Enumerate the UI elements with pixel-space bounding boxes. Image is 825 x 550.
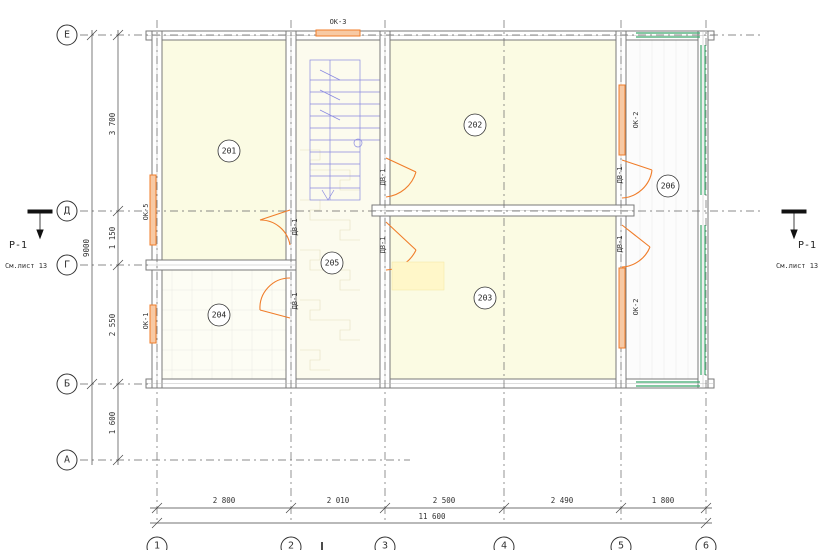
parquet-hatch bbox=[300, 149, 360, 371]
door-206-bottom-label: ДВ-1 bbox=[616, 236, 624, 253]
wall-logs bbox=[146, 31, 714, 388]
windows bbox=[149, 29, 626, 349]
window-ok2-top-label: ОК-2 bbox=[632, 112, 640, 129]
horizontal-dim-lines bbox=[150, 502, 712, 529]
row-label-e: Е bbox=[64, 30, 70, 41]
window-ok1-label: ОК-1 bbox=[142, 313, 150, 330]
room-205-label: 205 bbox=[325, 259, 340, 268]
room-203-fill bbox=[389, 215, 617, 380]
door-202-label: ДВ-1 bbox=[379, 169, 387, 186]
col-axes bbox=[146, 536, 717, 550]
row-label-a: А bbox=[64, 455, 70, 466]
dim-h-2800: 2 800 bbox=[213, 496, 236, 505]
room-202-fill bbox=[389, 39, 617, 206]
section-marker-right bbox=[781, 209, 807, 240]
section-left-ref: См.лист 13 bbox=[5, 262, 47, 270]
door-201 bbox=[259, 209, 291, 246]
dim-v-total: 9000 bbox=[82, 238, 91, 257]
deck-boards bbox=[639, 40, 689, 379]
door-203-label: ДВ-1 bbox=[379, 237, 387, 254]
dim-h-2500: 2 500 bbox=[433, 496, 456, 505]
grid-lines bbox=[80, 20, 760, 520]
room-204-label: 204 bbox=[212, 311, 227, 320]
room-206-label: 206 bbox=[661, 182, 676, 191]
door-206-top-label: ДВ-1 bbox=[616, 167, 624, 184]
col-label-5: 5 bbox=[618, 541, 624, 550]
stair bbox=[309, 59, 380, 201]
dim-h-2010: 2 010 bbox=[327, 496, 350, 505]
row-label-b: Б bbox=[64, 379, 70, 390]
veranda-glazing bbox=[636, 32, 706, 387]
row-axes bbox=[56, 24, 78, 471]
window-ok2-bottom-label: ОК-2 bbox=[632, 299, 640, 316]
section-left-label: Р-1 bbox=[9, 240, 27, 251]
room-205-fill bbox=[296, 40, 384, 379]
door-206-top bbox=[621, 159, 653, 199]
window-ok2-bottom bbox=[618, 267, 626, 349]
dim-v-1600: 1 600 bbox=[108, 411, 117, 434]
room-tags bbox=[207, 113, 680, 327]
door-206-bottom bbox=[621, 224, 651, 268]
row-label-g: Г bbox=[64, 260, 70, 271]
door-204-label: ДВ-1 bbox=[291, 293, 299, 310]
highlight-block bbox=[391, 261, 445, 291]
door-204 bbox=[259, 277, 291, 319]
col-label-1: 1 bbox=[154, 541, 160, 550]
vertical-dim-lines bbox=[86, 29, 124, 466]
section-marker-left bbox=[27, 209, 53, 240]
room-202-label: 202 bbox=[468, 121, 483, 130]
dim-h-total: 11 600 bbox=[418, 512, 446, 521]
window-ok3 bbox=[315, 29, 361, 37]
room-203-label: 203 bbox=[478, 294, 493, 303]
col-label-6: 6 bbox=[703, 541, 709, 550]
col-label-3: 3 bbox=[382, 541, 388, 550]
dim-h-2490: 2 490 bbox=[551, 496, 574, 505]
dim-v-3700: 3 700 bbox=[108, 112, 117, 135]
section-right-label: Р-1 bbox=[798, 240, 816, 251]
room-201-label: 201 bbox=[222, 147, 237, 156]
window-ok2-top bbox=[618, 84, 626, 156]
dim-v-2550: 2 550 bbox=[108, 313, 117, 336]
window-ok1 bbox=[149, 304, 157, 344]
door-202 bbox=[385, 157, 417, 198]
col-label-4: 4 bbox=[501, 541, 507, 550]
dim-h-1800: 1 800 bbox=[652, 496, 675, 505]
col-label-2: 2 bbox=[288, 541, 294, 550]
dim-v-1150: 1 150 bbox=[108, 226, 117, 249]
window-ok5-label: ОК-5 bbox=[142, 204, 150, 221]
door-201-label: ДВ-1 bbox=[291, 219, 299, 236]
section-right-ref: См.лист 13 bbox=[776, 262, 818, 270]
window-ok3-label: ОК-3 bbox=[330, 18, 347, 26]
row-label-d: Д bbox=[64, 206, 70, 217]
window-ok5 bbox=[149, 174, 157, 246]
